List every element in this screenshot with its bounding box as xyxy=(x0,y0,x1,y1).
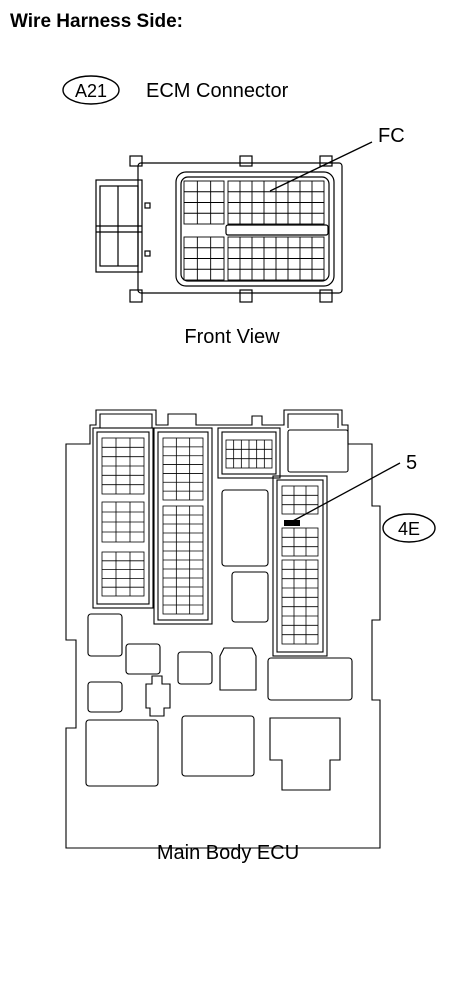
4e-code-oval xyxy=(382,513,436,543)
terminal-5-leader-line xyxy=(290,462,401,523)
main-body-ecu-drawing xyxy=(65,409,381,849)
main-body-ecu-label: Main Body ECU xyxy=(157,842,299,864)
a21-code-oval xyxy=(62,75,120,105)
ecm-connector-drawing xyxy=(95,155,343,303)
a21-code: A21 xyxy=(75,81,107,101)
ecm-connector-label: ECM Connector xyxy=(146,80,289,102)
terminal-5-label: 5 xyxy=(406,452,417,474)
front-view-label: Front View xyxy=(184,326,280,348)
fc-terminal-label: FC xyxy=(378,125,405,147)
page-title: Wire Harness Side: xyxy=(10,11,184,32)
fc-leader-line xyxy=(269,141,373,192)
terminal-5-marker xyxy=(284,520,300,526)
4e-code: 4E xyxy=(398,519,420,539)
